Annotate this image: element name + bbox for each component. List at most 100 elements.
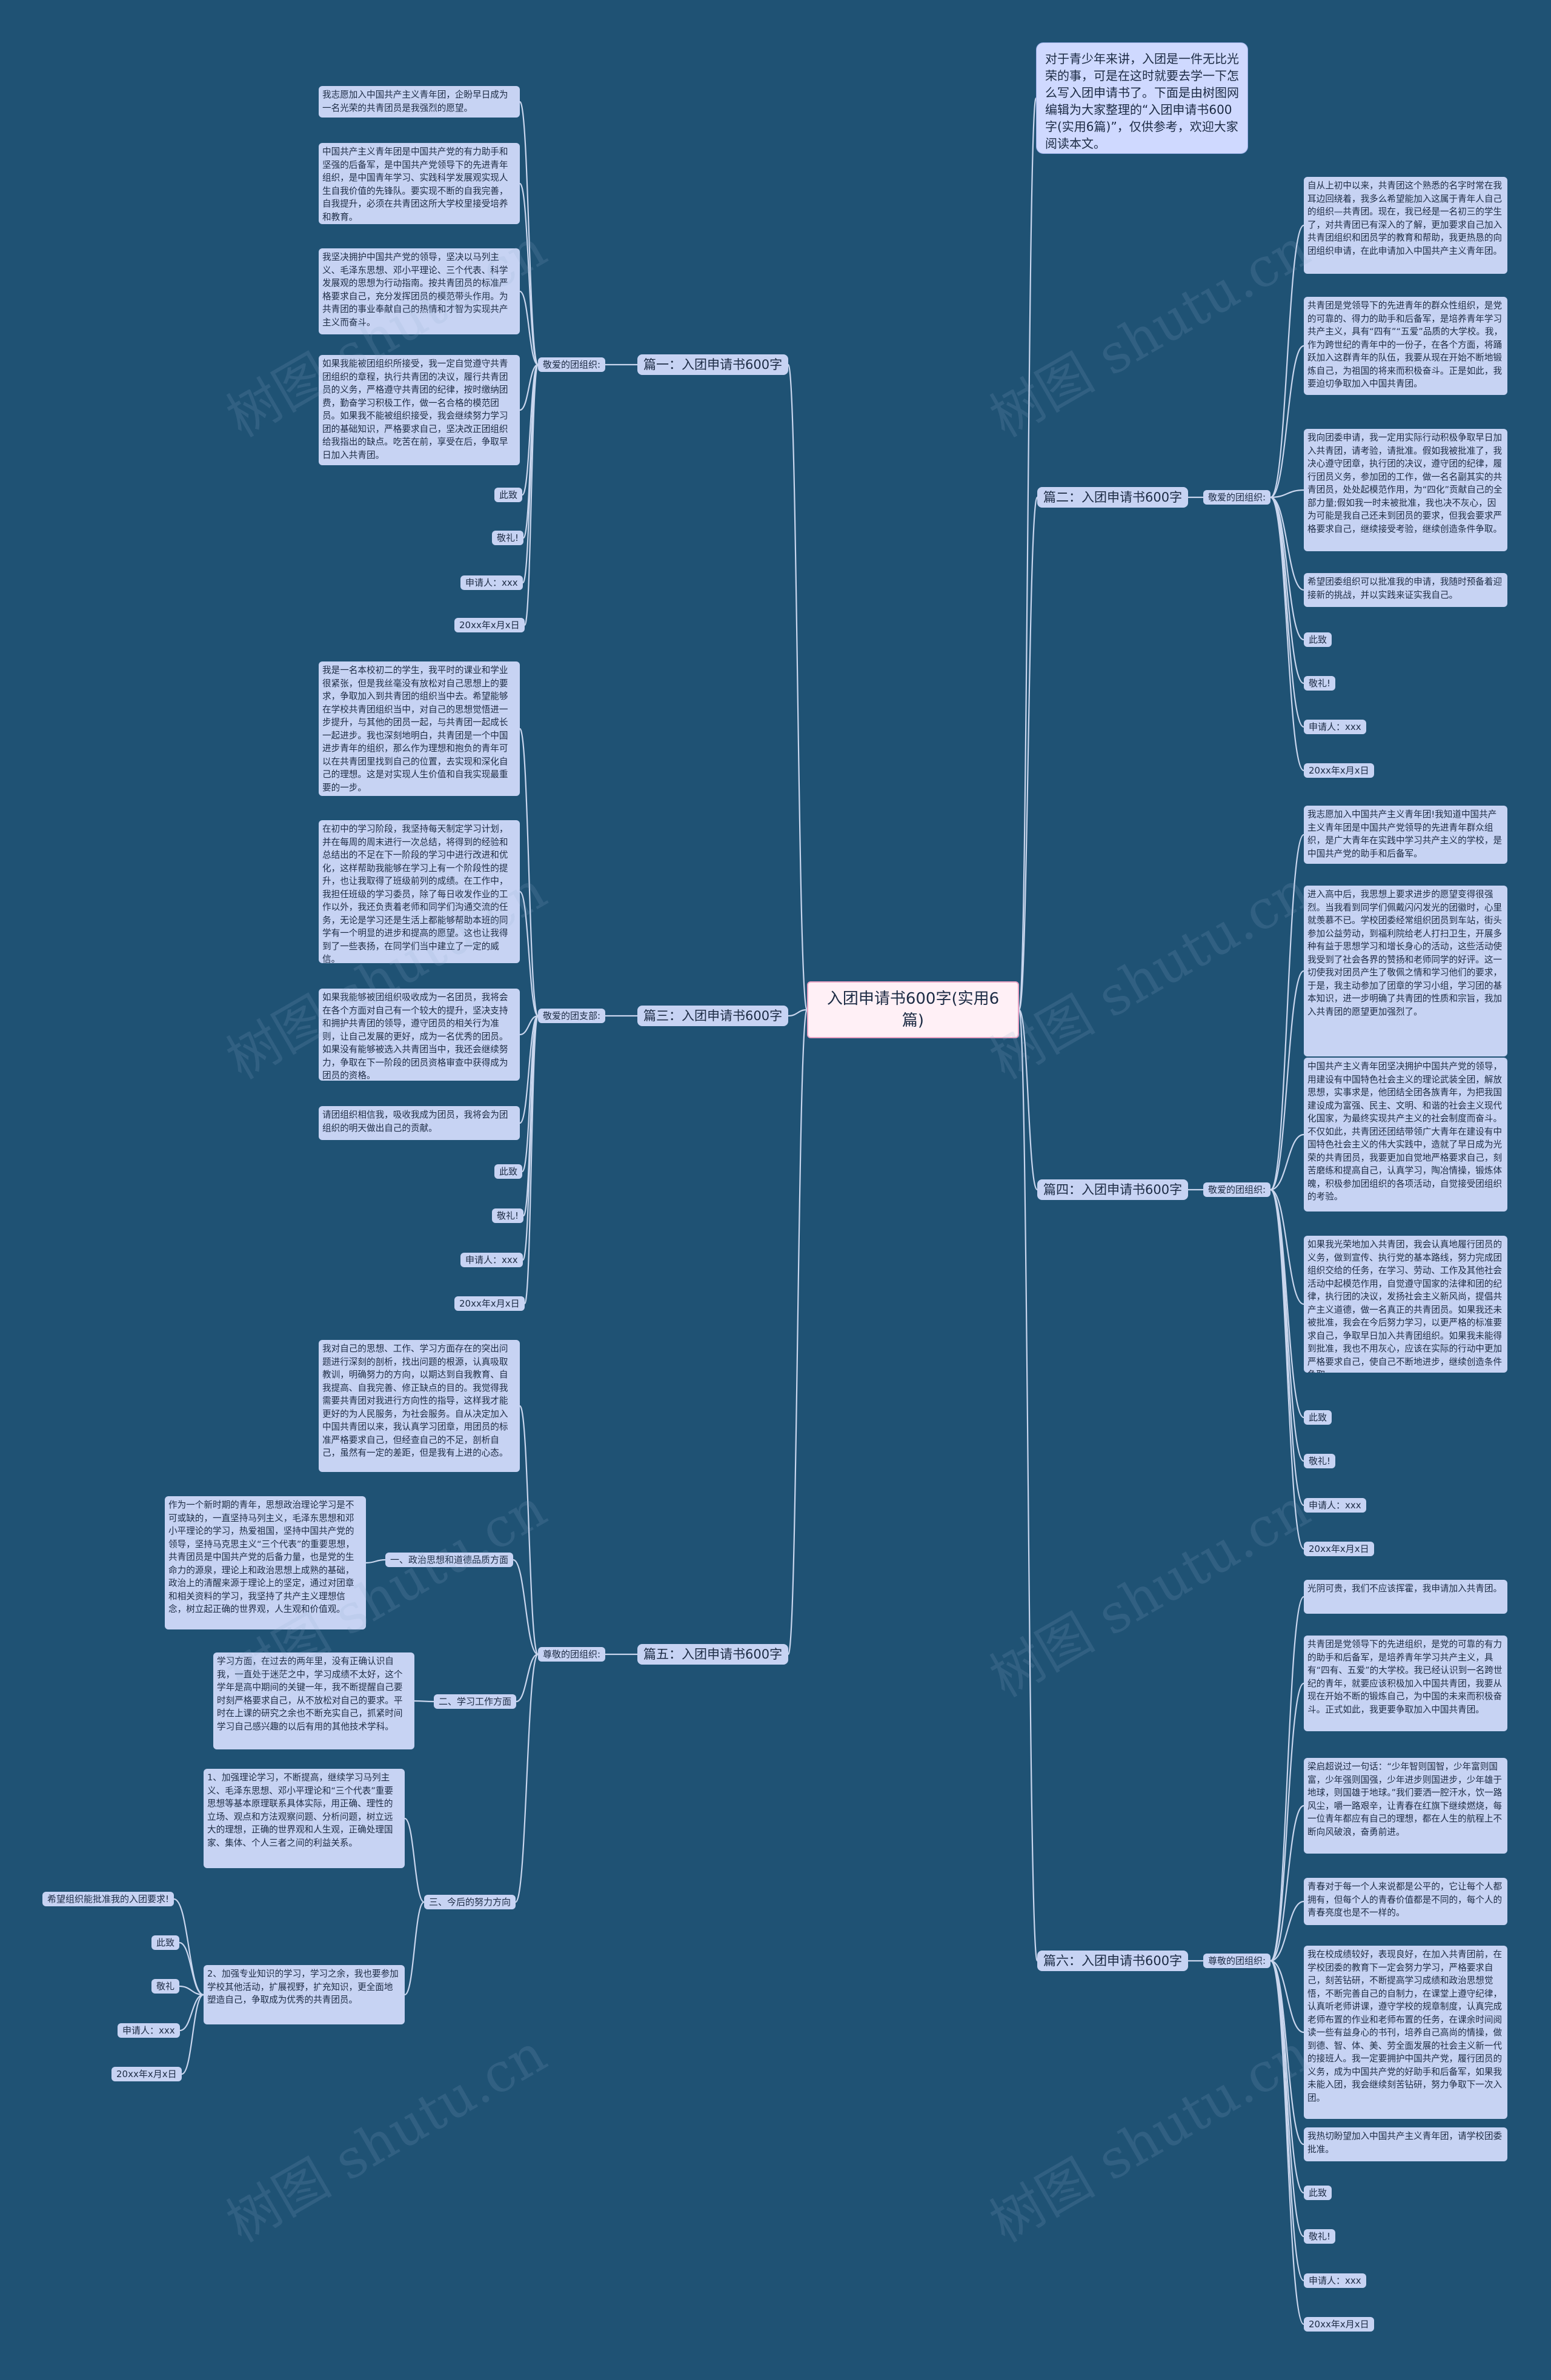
connector-line bbox=[1270, 1133, 1304, 1191]
paragraph-4-1: 我志愿加入中国共产主义青年团!我知道中国共产主义青年团是中国共产党领导的先进青年… bbox=[1304, 806, 1507, 864]
branch-title-2[interactable]: 篇二：入团申请书600字 bbox=[1037, 487, 1189, 508]
paragraph-2-4: 希望团委组织可以批准我的申请，我随时预备着迎接新的挑战，并以实践来证实我自己。 bbox=[1304, 573, 1507, 607]
paragraph-1-2: 中国共产主义青年团是中国共产党的有力助手和坚强的后备军，是中国共产党领导下的先进… bbox=[319, 143, 520, 224]
paragraph-6-2: 共青团是党领导下的先进组织，是党的可靠的有力的助手和后备军，是培养青年学习共产主… bbox=[1304, 1636, 1507, 1731]
paragraph-6-6: 我热切盼望加入中国共产主义青年团，请学校团委批准。 bbox=[1304, 2127, 1507, 2161]
closing-5-2: 敬礼 bbox=[151, 1979, 180, 1994]
connector-line bbox=[1270, 1188, 1304, 1305]
connector-line bbox=[1018, 97, 1037, 1011]
connector-line bbox=[1270, 1805, 1304, 1962]
closing-3-4: 20xx年x月x日 bbox=[454, 1296, 525, 1311]
branch-title-3[interactable]: 篇三：入团申请书600字 bbox=[637, 1006, 789, 1026]
closing-6-3: 申请人：xxx bbox=[1304, 2273, 1366, 2288]
connector-line bbox=[1270, 1682, 1304, 1962]
paragraph-2-1: 自从上初中以来，共青团这个熟悉的名字时常在我耳边回绕着，我多么希望能加入这属于青… bbox=[1304, 177, 1507, 274]
closing-2-4: 20xx年x月x日 bbox=[1304, 763, 1374, 778]
section-5-2[interactable]: 二、学习工作方面 bbox=[434, 1694, 517, 1709]
connector-line bbox=[404, 1901, 425, 1996]
closing-1-1: 此致 bbox=[494, 488, 523, 502]
connector-line bbox=[519, 182, 539, 366]
closing-2-1: 此致 bbox=[1304, 632, 1332, 647]
paragraph-3-3: 如果我能够被团组织吸收成为一名团员，我将会在各个方面对自己有一个较大的提升，坚决… bbox=[319, 989, 520, 1081]
closing-3-1: 此致 bbox=[494, 1164, 523, 1179]
closing-question-5: 希望组织能批准我的入团要求! bbox=[42, 1892, 174, 1906]
section-5-3-item-1: 1、加强理论学习，不断提高，继续学习马列主义、毛泽东思想、邓小平理论和“三个代表… bbox=[204, 1769, 405, 1868]
connector-line bbox=[1270, 496, 1304, 772]
closing-2-3: 申请人：xxx bbox=[1304, 720, 1366, 734]
connector-line bbox=[414, 1700, 434, 1703]
connector-line bbox=[523, 1015, 539, 1305]
connector-line bbox=[1269, 1960, 1305, 2325]
connector-line bbox=[516, 1653, 539, 1703]
closing-6-4: 20xx年x月x日 bbox=[1304, 2317, 1374, 2332]
connector-line bbox=[1270, 489, 1304, 499]
connector-line bbox=[788, 1009, 808, 1017]
paragraph-3-1: 我是一名本校初二的学生，我平时的课业和学业很紧张，但是我丝毫没有放松对自己思想上… bbox=[319, 661, 520, 796]
connector-line bbox=[181, 1994, 204, 2075]
connector-line bbox=[519, 290, 539, 366]
connector-line bbox=[179, 1985, 204, 1996]
salutation-3: 敬爱的团支部: bbox=[538, 1009, 606, 1023]
intro-note: 对于青少年来讲，入团是一件无比光荣的事，可是在这时就要去学一下怎么写入团申请书了… bbox=[1036, 42, 1248, 154]
paragraph-1-3: 我坚决拥护中国共产党的领导，坚决以马列主义、毛泽东思想、邓小平理论、三个代表、科… bbox=[319, 248, 520, 334]
branch-title-1[interactable]: 篇一：入团申请书600字 bbox=[637, 354, 789, 375]
closing-4-2: 敬礼! bbox=[1304, 1454, 1336, 1468]
closing-6-2: 敬礼! bbox=[1304, 2229, 1336, 2244]
closing-5-1: 此致 bbox=[151, 1935, 180, 1950]
closing-5-3: 申请人：xxx bbox=[118, 2023, 180, 2038]
connector-line bbox=[1270, 496, 1304, 591]
connector-line bbox=[1270, 1188, 1304, 1462]
connector-line bbox=[519, 1015, 539, 1036]
connector-line bbox=[1269, 1596, 1305, 1962]
closing-3-3: 申请人：xxx bbox=[460, 1253, 523, 1267]
connector-line bbox=[519, 890, 539, 1017]
salutation-4: 敬爱的团组织: bbox=[1203, 1182, 1271, 1197]
closing-1-3: 申请人：xxx bbox=[460, 575, 523, 590]
connector-line bbox=[513, 1559, 539, 1656]
paragraph-1-4: 如果我能被团组织所接受，我一定自觉遵守共青团组织的章程，执行共青团的决议，履行共… bbox=[319, 355, 520, 465]
branch-title-6[interactable]: 篇六：入团申请书600字 bbox=[1037, 1951, 1189, 1971]
section-5-1-text: 作为一个新时期的青年，思想政治理论学习是不可或缺的，一直坚持马列主义，毛泽东思想… bbox=[165, 1496, 366, 1629]
connector-line bbox=[1018, 1009, 1038, 1962]
closing-4-4: 20xx年x月x日 bbox=[1304, 1542, 1374, 1556]
closing-2-2: 敬礼! bbox=[1304, 676, 1336, 691]
salutation-1: 敬爱的团组织: bbox=[538, 357, 606, 372]
section-5-3[interactable]: 三、今后的努力方向 bbox=[424, 1895, 516, 1909]
connector-line bbox=[1270, 970, 1304, 1191]
connector-line bbox=[1270, 1960, 1304, 2238]
connector-line bbox=[519, 363, 539, 411]
paragraph-3-2: 在初中的学习阶段，我坚持每天制定学习计划，并在每周的周末进行一次总结，将得到的经… bbox=[319, 820, 520, 963]
branch-title-5[interactable]: 篇五：入团申请书600字 bbox=[637, 1644, 789, 1665]
closing-1-2: 敬礼! bbox=[492, 531, 524, 545]
connector-line bbox=[514, 1653, 539, 1903]
closing-6-1: 此致 bbox=[1304, 2186, 1332, 2200]
connector-line bbox=[365, 1559, 386, 1564]
connector-line bbox=[1270, 496, 1304, 728]
connector-line bbox=[523, 363, 539, 626]
section-5-1[interactable]: 一、政治思想和道德品质方面 bbox=[385, 1553, 514, 1567]
paragraph-2-3: 我向团委申请，我一定用实际行动积极争取早日加入共青团，请考验，请批准。假如我被批… bbox=[1304, 429, 1507, 551]
closing-4-3: 申请人：xxx bbox=[1304, 1498, 1366, 1513]
closing-3-2: 敬礼! bbox=[492, 1208, 524, 1223]
paragraph-5-1: 我对自己的思想、工作、学习方面存在的突出问题进行深刻的剖析，找出问题的根源，认真… bbox=[319, 1340, 520, 1472]
paragraph-6-3: 梁启超说过一句话：“少年智则国智，少年富则国富，少年强则国强，少年进步则国进步，… bbox=[1304, 1758, 1507, 1854]
connector-line bbox=[519, 728, 539, 1017]
paragraph-6-5: 我在校成绩较好，表现良好，在加入共青团前，在学校团委的教育下一定会努力学习，严格… bbox=[1304, 1946, 1507, 2119]
closing-5-4: 20xx年x月x日 bbox=[111, 2067, 182, 2081]
paragraph-4-3: 中国共产主义青年团坚决拥护中国共产党的领导，用建设有中国特色社会主义的理论武装全… bbox=[1304, 1058, 1507, 1212]
paragraph-4-4: 如果我光荣地加入共青团，我会认真地履行团员的义务，做到宣传、执行党的基本路线，努… bbox=[1304, 1236, 1507, 1373]
connector-line bbox=[404, 1817, 425, 1903]
connector-line bbox=[1270, 1960, 1304, 2034]
closing-1-4: 20xx年x月x日 bbox=[454, 618, 525, 632]
connector-line bbox=[1270, 345, 1304, 499]
closing-4-1: 此致 bbox=[1304, 1410, 1332, 1425]
root-topic[interactable]: 入团申请书600字(实用6篇) bbox=[807, 981, 1019, 1038]
connector-line bbox=[179, 1994, 204, 2032]
salutation-2: 敬爱的团组织: bbox=[1203, 490, 1271, 505]
connector-line bbox=[1270, 1900, 1304, 1962]
paragraph-1-1: 我志愿加入中国共产主义青年团，企盼早日成为一名光荣的共青团员是我强烈的愿望。 bbox=[319, 86, 520, 118]
connector-line bbox=[1018, 1009, 1038, 1191]
branch-title-4[interactable]: 篇四：入团申请书600字 bbox=[1037, 1179, 1189, 1200]
paragraph-3-4: 请团组织相信我，吸收我成为团员，我将会为团组织的明天做出自己的贡献。 bbox=[319, 1106, 520, 1140]
